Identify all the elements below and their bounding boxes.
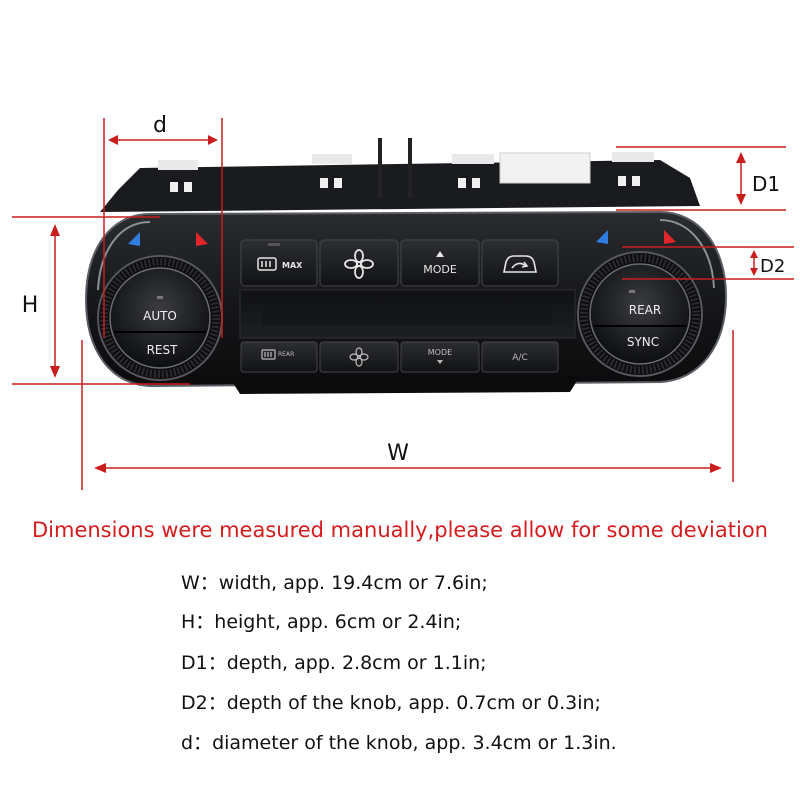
dimension-label-d2: D2 <box>760 256 785 277</box>
spec-text: depth, app. 2.8cm or 1.1in; <box>226 652 487 674</box>
climate-control-panel: MAX MODE <box>84 138 728 394</box>
left-cold-indicator <box>128 232 140 246</box>
fan-small-button[interactable] <box>319 341 399 373</box>
top-button-row: MAX MODE <box>240 239 559 287</box>
recirculation-button[interactable] <box>481 239 559 287</box>
left-knob-upper-label: AUTO <box>143 309 177 323</box>
right-knob-lower-label: SYNC <box>627 335 659 349</box>
measurement-note: Dimensions were measured manually,please… <box>31 518 768 542</box>
fan-small-icon <box>349 347 369 367</box>
right-temperature-knob[interactable]: REAR SYNC <box>577 251 703 377</box>
dimension-label-d1: D1 <box>752 172 780 196</box>
top-button-label: MODE <box>423 263 457 276</box>
bottom-button-row: REAR MODE A/C <box>240 341 559 373</box>
rear-defrost-max-button[interactable]: MAX <box>240 239 318 287</box>
ac-button[interactable]: A/C <box>481 341 559 373</box>
spec-key: D1： <box>181 652 227 674</box>
right-knob-upper-label: REAR <box>629 303 661 317</box>
spec-text: diameter of the knob, app. 3.4cm or 1.3i… <box>212 732 617 754</box>
spec-knob-diameter: d：diameter of the knob, app. 3.4cm or 1.… <box>181 728 617 755</box>
spec-width: W：width, app. 19.4cm or 7.6in; <box>181 568 488 595</box>
left-temperature-knob[interactable]: AUTO REST <box>97 255 223 381</box>
top-button-label: MAX <box>282 261 303 270</box>
bottom-button-label: REAR <box>278 351 294 358</box>
spec-key: H： <box>181 611 215 633</box>
dimension-label-h: H <box>22 293 39 318</box>
bottom-button-label: MODE <box>428 348 452 357</box>
dimension-d1: D1 <box>616 146 786 211</box>
fan-button[interactable] <box>319 239 399 287</box>
dimension-label-w: W <box>387 441 409 466</box>
spec-text: height, app. 6cm or 2.4in; <box>214 611 462 633</box>
spec-text: width, app. 19.4cm or 7.6in; <box>218 572 488 594</box>
spec-knob-depth: D2：depth of the knob, app. 0.7cm or 0.3i… <box>181 688 601 715</box>
dimension-h: H <box>12 216 190 385</box>
rear-defrost-max-icon <box>257 257 277 271</box>
spec-key: D2： <box>181 692 227 714</box>
rear-housing <box>100 138 700 212</box>
mode-up-arrow-icon <box>436 251 444 257</box>
left-hot-indicator <box>196 232 208 246</box>
mode-down-button[interactable]: MODE <box>400 341 480 373</box>
dimension-annotations: d H W D1 <box>12 113 794 490</box>
rear-defrost-button[interactable]: REAR <box>240 341 318 373</box>
rear-defrost-icon <box>261 349 276 360</box>
mode-up-button[interactable]: MODE <box>400 239 480 287</box>
fan-icon <box>344 249 374 279</box>
dimension-d: d <box>103 113 223 338</box>
dimension-w: W <box>81 330 734 490</box>
right-hot-indicator <box>664 230 676 244</box>
spec-key: W： <box>181 572 219 594</box>
dimension-label-d: d <box>153 113 167 138</box>
spec-key: d： <box>181 732 213 754</box>
spec-depth: D1：depth, app. 2.8cm or 1.1in; <box>181 648 487 675</box>
right-cold-indicator <box>596 230 608 244</box>
mode-down-arrow-icon <box>437 360 443 364</box>
dimension-d2: D2 <box>622 246 794 280</box>
left-knob-lower-label: REST <box>147 343 179 357</box>
recirculation-icon <box>503 255 537 273</box>
bottom-button-label: A/C <box>512 353 527 363</box>
spec-height: H：height, app. 6cm or 2.4in; <box>181 607 461 634</box>
spec-text: depth of the knob, app. 0.7cm or 0.3in; <box>226 692 601 714</box>
